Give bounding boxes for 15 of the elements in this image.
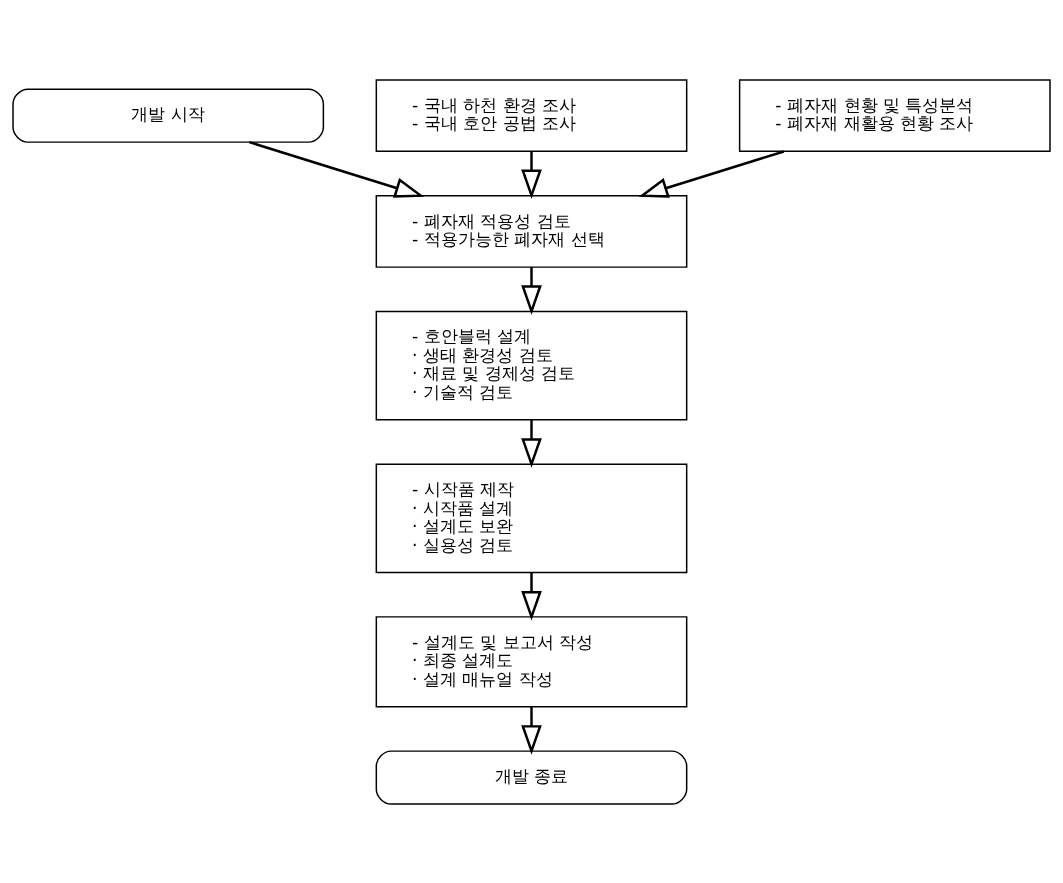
node-box: - 폐자재 적용성 검토 - 적용가능한 폐자재 선택: [375, 194, 688, 268]
arrow: [248, 140, 425, 198]
node-box: - 설계도 및 보고서 작성 · 최종 설계도 · 설계 매뉴얼 작성: [375, 615, 688, 707]
node-box: - 시작품 제작 · 시작품 설계 · 설계도 보완 · 실용성 검토: [375, 462, 688, 573]
arrow: [521, 419, 542, 468]
arrow: [638, 149, 785, 198]
node-box: 개발 시작: [12, 87, 325, 143]
node-box: - 국내 하천 환경 조사 - 국내 호안 공법 조사: [375, 78, 688, 152]
node-box: - 폐자재 현황 및 특성분석 - 폐자재 재활용 현황 조사: [738, 78, 1051, 152]
node-box: - 호안블럭 설계 · 생태 환경성 검토 · 재료 및 경제성 검토 · 기술적 검토: [375, 310, 688, 421]
arrow: [521, 706, 542, 755]
arrow: [521, 151, 542, 199]
arrow: [521, 266, 542, 315]
arrow: [521, 572, 542, 621]
node-box: 개발 종료: [375, 749, 688, 805]
